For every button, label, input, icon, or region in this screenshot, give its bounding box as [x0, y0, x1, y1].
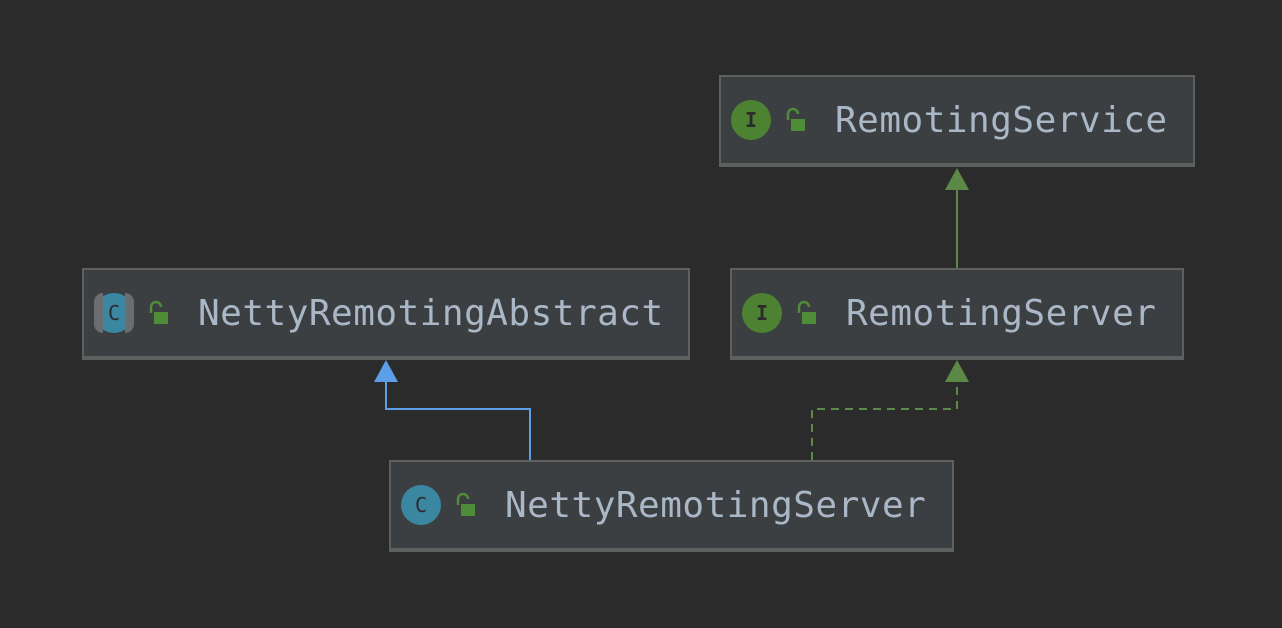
unlock-icon — [149, 300, 168, 324]
node-remoting-service[interactable]: I RemotingService — [719, 75, 1195, 167]
edge-remoting-server-extends-remoting-service[interactable] — [945, 168, 969, 268]
unlock-icon — [456, 492, 475, 516]
interface-icon: I — [731, 100, 771, 140]
node-label: RemotingServer — [846, 292, 1157, 334]
node-netty-remoting-abstract[interactable]: C NettyRemotingAbstract — [82, 268, 690, 360]
node-label: NettyRemotingServer — [505, 484, 927, 526]
unlock-icon — [797, 300, 816, 324]
abstract-class-icon: C — [94, 293, 134, 333]
edge-netty-remoting-server-implements-remoting-server[interactable] — [811, 360, 969, 460]
arrowhead-icon — [945, 360, 969, 382]
interface-icon: I — [742, 293, 782, 333]
edge-netty-remoting-server-extends-netty-remoting-abstract[interactable] — [374, 360, 531, 460]
unlock-icon — [786, 107, 805, 131]
class-icon: C — [401, 485, 441, 525]
arrowhead-icon — [945, 168, 969, 190]
node-netty-remoting-server[interactable]: C NettyRemotingServer — [389, 460, 954, 552]
node-label: RemotingService — [835, 99, 1168, 141]
node-remoting-server[interactable]: I RemotingServer — [730, 268, 1184, 360]
node-label: NettyRemotingAbstract — [198, 292, 664, 334]
arrowhead-icon — [374, 360, 398, 382]
abstract-class-letter: C — [107, 301, 121, 325]
